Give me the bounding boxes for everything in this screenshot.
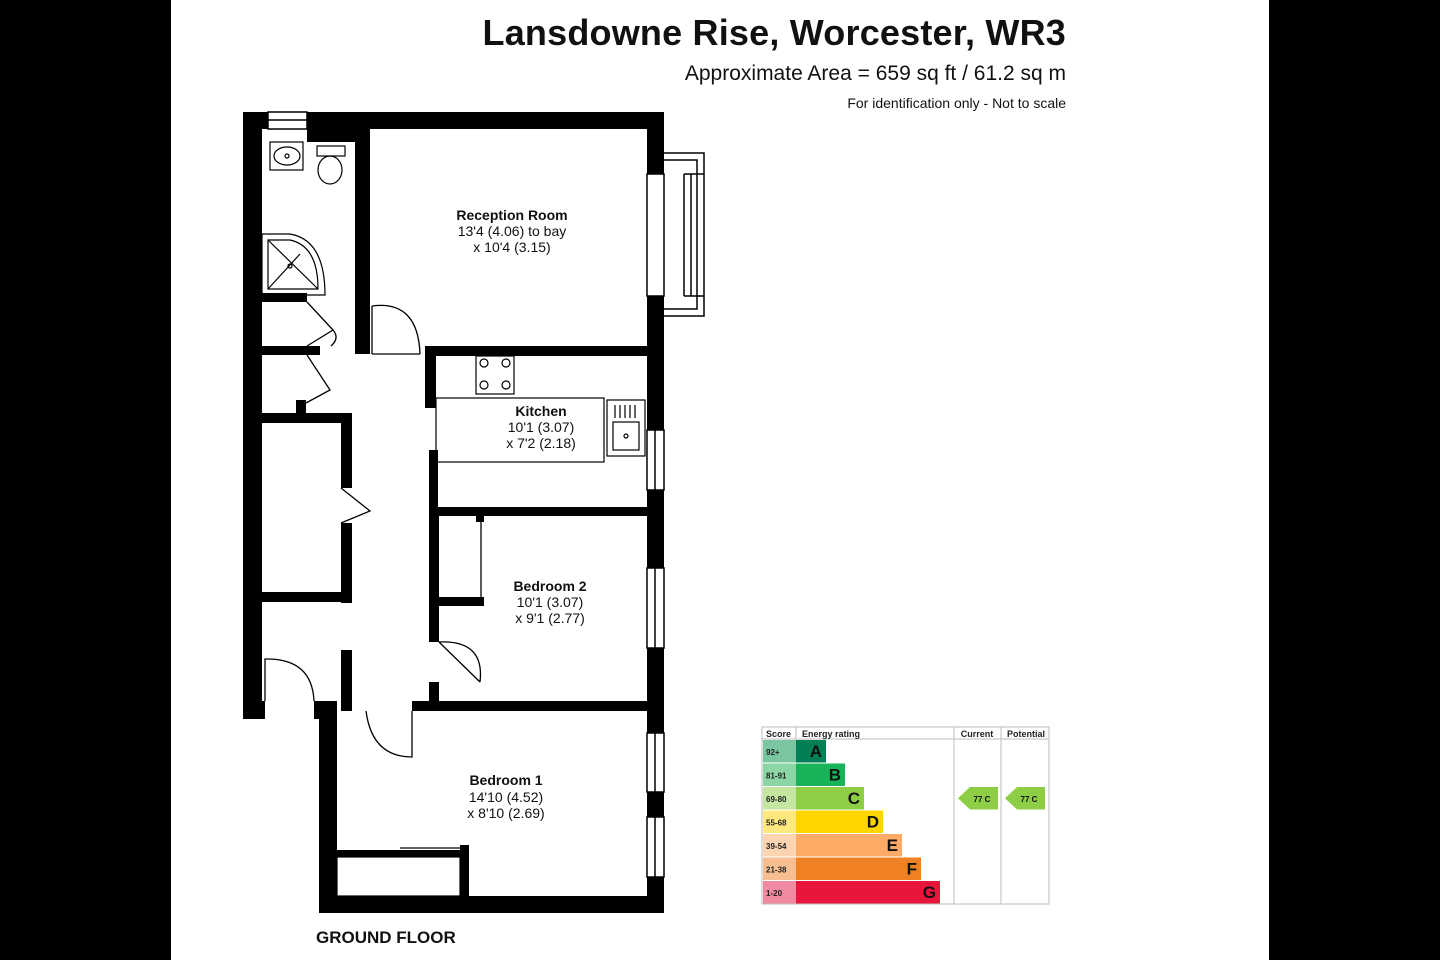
epc-score-header: Score — [766, 729, 791, 739]
epc-potential-label: 77 C — [1021, 795, 1038, 804]
epc-frame — [761, 726, 1050, 905]
epc-potential-arrow — [1005, 787, 1045, 810]
epc-band-b — [796, 763, 845, 786]
sink-icon — [606, 399, 646, 457]
floorplan-sheet: Lansdowne Rise, Worcester, WR3 Approxima… — [171, 0, 1269, 960]
epc-band-letter-b: B — [829, 766, 841, 785]
shower-icon — [261, 233, 326, 296]
kitchen-name: Kitchen — [515, 403, 566, 419]
epc-band-c — [796, 787, 864, 810]
epc-range-label-e: 39-54 — [766, 842, 787, 851]
epc-range-cell-b — [763, 763, 796, 786]
epc-band-d — [796, 810, 883, 833]
epc-range-label-a: 92+ — [766, 748, 780, 757]
epc-range-cell-g — [763, 881, 796, 904]
approximate-area: Approximate Area = 659 sq ft / 61.2 sq m — [684, 62, 1066, 85]
epc-range-label-f: 21-38 — [766, 866, 787, 875]
epc-arrows: 77 C 77 C — [958, 787, 1045, 810]
basin-icon — [269, 141, 304, 171]
epc-range-label-g: 1-20 — [766, 889, 783, 898]
bedroom2-name: Bedroom 2 — [513, 578, 586, 594]
epc-current-arrow — [958, 787, 998, 810]
epc-band-f — [796, 857, 921, 880]
hob-icon — [475, 355, 515, 395]
epc-band-letter-c: C — [848, 789, 860, 808]
windows — [267, 111, 705, 878]
epc-range-label-c: 69-80 — [766, 795, 787, 804]
epc-band-a — [796, 740, 826, 763]
epc-band-letter-a: A — [810, 742, 822, 761]
epc-band-e — [796, 834, 902, 857]
epc-range-label-d: 55-68 — [766, 819, 787, 828]
epc-range-cell-d — [763, 810, 796, 833]
epc-rating-header: Energy rating — [802, 729, 860, 739]
epc-current-label: 77 C — [974, 795, 991, 804]
epc-band-letter-g: G — [923, 883, 936, 902]
scale-note: For identification only - Not to scale — [847, 95, 1066, 111]
reception-name: Reception Room — [456, 207, 567, 223]
bedroom1-dim1: 14'10 (4.52) — [469, 789, 543, 805]
epc-range-cell-a — [763, 740, 796, 763]
wardrobe-icon — [336, 856, 461, 897]
epc-band-g — [796, 881, 940, 904]
floor-label: GROUND FLOOR — [316, 928, 456, 947]
bedroom1-name: Bedroom 1 — [469, 772, 542, 788]
kitchen-dim2: x 7'2 (2.18) — [506, 435, 576, 451]
property-title: Lansdowne Rise, Worcester, WR3 — [482, 12, 1066, 53]
epc-range-label-b: 81-91 — [766, 772, 787, 781]
doors — [264, 301, 482, 758]
reception-dim1: 13'4 (4.06) to bay — [458, 223, 567, 239]
epc-current-header: Current — [961, 729, 994, 739]
reception-dim2: x 10'4 (3.15) — [473, 239, 550, 255]
epc-bands: 92+ A 81-91 B 69-80 C 55-68 D 39-54 E 21-38 F 1-20 G — [763, 740, 940, 904]
bedroom1-dim2: x 8'10 (2.69) — [467, 805, 544, 821]
epc-potential-header: Potential — [1007, 729, 1045, 739]
kitchen-dim1: 10'1 (3.07) — [508, 419, 575, 435]
epc-range-cell-f — [763, 857, 796, 880]
fixtures — [261, 141, 646, 897]
epc-range-cell-c — [763, 787, 796, 810]
room-labels: Reception Room 13'4 (4.06) to bay x 10'4… — [456, 207, 586, 821]
floor-plan-walls — [243, 112, 664, 913]
bedroom2-dim1: 10'1 (3.07) — [517, 594, 584, 610]
epc-band-letter-f: F — [907, 860, 917, 879]
bedroom2-dim2: x 9'1 (2.77) — [515, 610, 585, 626]
epc-range-cell-e — [763, 834, 796, 857]
epc-band-letter-e: E — [887, 836, 898, 855]
epc-band-letter-d: D — [867, 813, 879, 832]
